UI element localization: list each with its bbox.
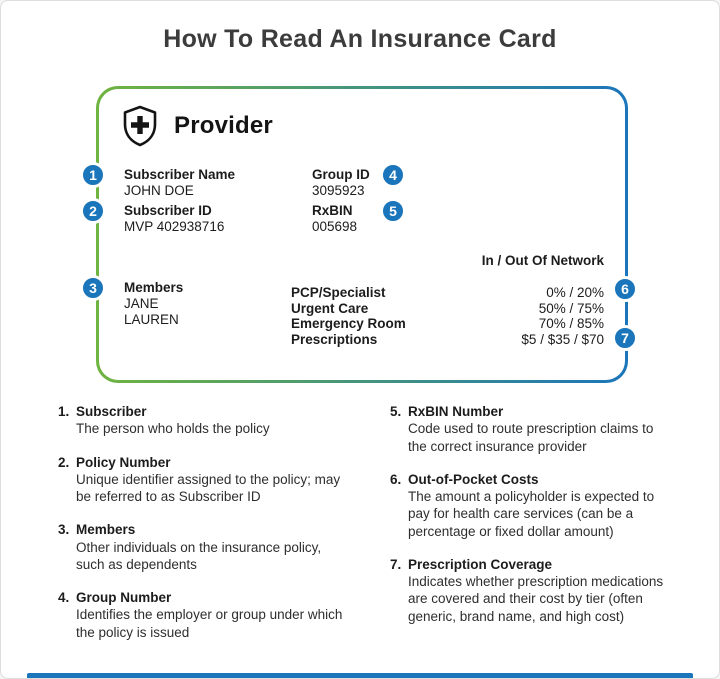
legend-item-heading: RxBIN Number [408,404,504,419]
legend-item-number: 3. [58,522,70,538]
network-table: PCP/Specialist 0% / 20% Urgent Care 50% … [291,285,604,347]
insurance-card-face: Provider Subscriber Name JOHN DOE Subscr… [99,89,625,380]
page-title: How To Read An Insurance Card [163,25,557,53]
callout-badge-1: 1 [80,162,106,188]
legend-item-title: 2. Policy Number [58,454,346,471]
network-row-value: 70% / 85% [538,316,604,331]
callout-badge-6: 6 [612,276,638,302]
subscriber-id-label: Subscriber ID [124,203,212,218]
legend-item-number: 7. [390,556,402,572]
legend-item-heading: Out-of-Pocket Costs [408,471,539,487]
legend-item-heading: Subscriber [76,404,147,419]
rxbin-field: RxBIN 005698 [312,203,357,235]
callout-badge-3: 3 [80,275,106,301]
member-name: LAUREN [124,312,179,327]
network-row-value: $5 / $35 / $70 [521,331,604,347]
group-id-label: Group ID [312,167,370,182]
callout-badge-2: 2 [80,198,106,224]
legend-item-prescription-coverage: 7. Prescription Coverage Indicates wheth… [390,556,664,625]
subscriber-id-value: MVP 402938716 [124,219,225,234]
bottom-accent-bar [27,673,693,678]
card-header: Provider [121,105,273,147]
legend-item-description: Unique identifier assigned to the policy… [76,471,341,505]
network-row: PCP/Specialist 0% / 20% [291,285,604,301]
provider-name: Provider [174,112,273,139]
legend-item-description: Code used to route prescription claims t… [408,421,654,454]
network-row-label: PCP/Specialist [291,285,386,300]
legend-item-description: Other individuals on the insurance polic… [76,539,322,572]
legend-item-heading: Policy Number [76,454,171,470]
legend-item-out-of-pocket: 6. Out-of-Pocket Costs The amount a poli… [390,471,664,540]
legend-item-subscriber: 1. Subscriber The person who holds the p… [58,403,346,438]
network-row: Prescriptions $5 / $35 / $70 [291,332,604,348]
legend-item-title: 1. Subscriber [58,403,346,420]
member-name: JANE [124,296,159,311]
legend-item-heading: Prescription Coverage [408,556,553,572]
legend-item-number: 6. [390,471,402,487]
rxbin-label: RxBIN [312,203,353,218]
legend-item-title: 4. Group Number [58,589,346,606]
network-row: Urgent Care 50% / 75% [291,301,604,317]
callout-badge-5: 5 [380,198,406,224]
legend-item-description: Indicates whether prescription medicatio… [408,574,664,624]
legend-item-group-number: 4. Group Number Identifies the employer … [58,589,346,641]
network-row-value: 0% / 20% [546,285,604,300]
rxbin-value: 005698 [312,219,358,234]
members-field: Members JANE LAUREN [124,280,183,328]
network-row-label: Urgent Care [291,300,369,316]
legend-item-members: 3. Members Other individuals on the insu… [58,521,346,573]
shield-plus-icon [121,105,159,147]
subscriber-name-value: JOHN DOE [124,183,194,198]
legend-item-description: The person who holds the policy [76,421,270,437]
subscriber-name-field: Subscriber Name JOHN DOE [124,167,235,199]
legend-item-number: 1. [58,404,70,419]
network-row-label: Emergency Room [291,316,406,331]
legend-item-heading: Group Number [76,590,172,606]
legend-item-description: The amount a policyholder is expected to… [408,489,655,539]
group-id-field: Group ID 3095923 [312,167,370,199]
network-header: In / Out Of Network [481,253,604,268]
legend-item-rxbin-number: 5. RxBIN Number Code used to route presc… [390,403,664,455]
network-row: Emergency Room 70% / 85% [291,316,604,332]
callout-badge-7: 7 [612,325,638,351]
legend: 1. Subscriber The person who holds the p… [58,403,664,657]
insurance-card: Provider Subscriber Name JOHN DOE Subscr… [80,86,638,383]
legend-column-left: 1. Subscriber The person who holds the p… [58,403,346,657]
legend-item-title: 6. Out-of-Pocket Costs [390,471,664,488]
legend-item-heading: Members [76,522,136,538]
legend-column-right: 5. RxBIN Number Code used to route presc… [390,403,664,657]
legend-item-description: Identifies the employer or group under w… [76,607,343,640]
legend-item-number: 5. [390,404,402,419]
legend-item-title: 3. Members [58,521,346,538]
legend-item-policy-number: 2. Policy Number Unique identifier assig… [58,454,346,506]
group-id-value: 3095923 [312,183,365,198]
legend-item-title: 5. RxBIN Number [390,403,664,420]
subscriber-id-field: Subscriber ID MVP 402938716 [124,203,224,235]
network-row-value: 50% / 75% [538,300,604,316]
legend-item-number: 2. [58,454,70,470]
subscriber-name-label: Subscriber Name [124,167,236,182]
network-row-label: Prescriptions [291,331,378,347]
members-label: Members [124,280,184,295]
legend-item-number: 4. [58,590,70,606]
legend-item-title: 7. Prescription Coverage [390,556,664,573]
callout-badge-4: 4 [380,162,406,188]
